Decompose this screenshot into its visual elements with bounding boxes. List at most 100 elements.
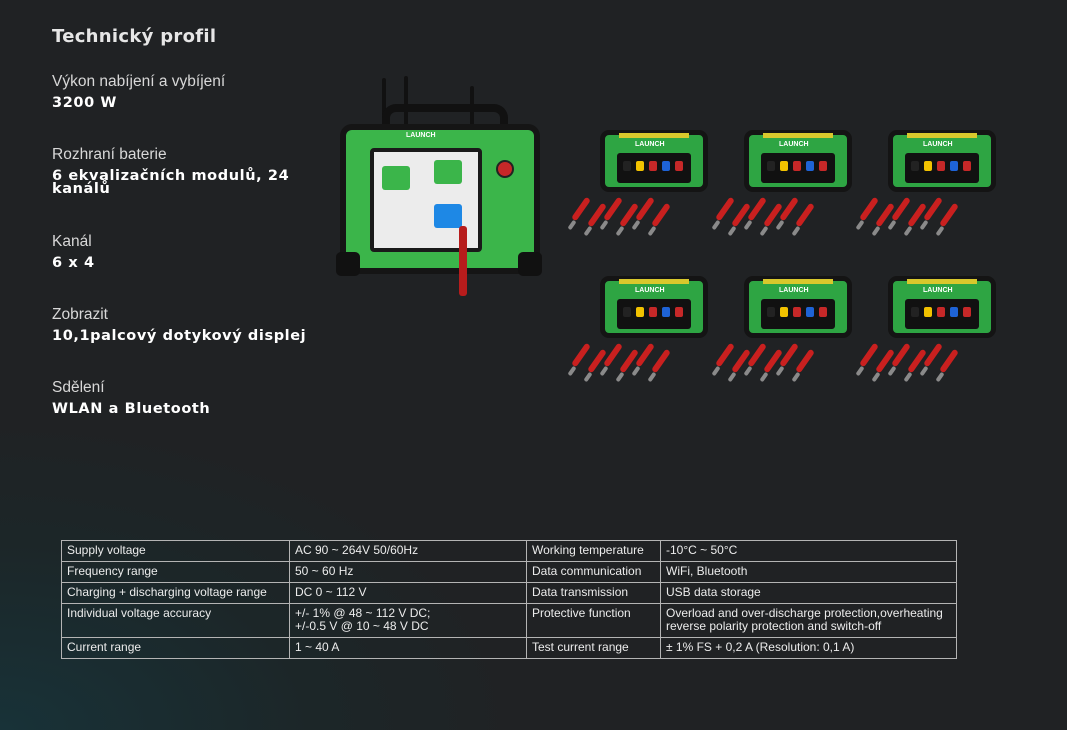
table-cell: 50 ~ 60 Hz bbox=[289, 561, 527, 583]
clip-cable-icon bbox=[603, 196, 623, 222]
port-icon bbox=[649, 307, 657, 317]
module-port-panel bbox=[617, 153, 691, 183]
port-icon bbox=[675, 307, 683, 317]
cell-text: USB data storage bbox=[666, 585, 761, 599]
table-cell: Individual voltage accuracy bbox=[61, 603, 290, 638]
module-housing: LAUNCH bbox=[600, 276, 708, 338]
clip-tip-icon bbox=[919, 219, 929, 231]
port-icon bbox=[806, 307, 814, 317]
table-cell: Data communication bbox=[526, 561, 661, 583]
clip-tip-icon bbox=[791, 225, 801, 237]
clip-tip-icon bbox=[567, 365, 577, 377]
port-icon bbox=[806, 161, 814, 171]
port-icon bbox=[911, 307, 919, 317]
clip-tip-icon bbox=[647, 371, 657, 383]
module-top-bar bbox=[619, 133, 689, 138]
equalization-module: LAUNCH bbox=[700, 126, 852, 246]
clip-tip-icon bbox=[615, 371, 625, 383]
module-housing: LAUNCH bbox=[744, 276, 852, 338]
table-cell: 1 ~ 40 A bbox=[289, 637, 527, 659]
table-cell: USB data storage bbox=[660, 582, 957, 604]
module-housing: LAUNCH bbox=[744, 130, 852, 192]
equalization-module: LAUNCH bbox=[556, 126, 708, 246]
table-cell: DC 0 ~ 112 V bbox=[289, 582, 527, 604]
clip-cable-icon bbox=[571, 342, 591, 368]
port-icon bbox=[636, 307, 644, 317]
clip-tip-icon bbox=[935, 371, 945, 383]
clip-cable-icon bbox=[747, 342, 767, 368]
cell-text: Test current range bbox=[532, 640, 629, 654]
clip-tip-icon bbox=[887, 219, 897, 231]
clip-tip-icon bbox=[903, 225, 913, 237]
cell-text: Charging + discharging voltage range bbox=[67, 585, 267, 599]
port-icon bbox=[963, 307, 971, 317]
spec-label: Výkon nabíjení a vybíjení bbox=[52, 73, 226, 90]
clip-tip-icon bbox=[919, 365, 929, 377]
spec-charging-power: Výkon nabíjení a vybíjení 3200 W bbox=[52, 73, 332, 110]
table-cell: Frequency range bbox=[61, 561, 290, 583]
clip-cable-icon bbox=[635, 196, 655, 222]
port-icon bbox=[911, 161, 919, 171]
clip-tip-icon bbox=[743, 365, 753, 377]
table-cell: Supply voltage bbox=[61, 540, 290, 562]
clip-cable-icon bbox=[939, 202, 959, 228]
device-foot bbox=[518, 252, 542, 276]
module-port-panel bbox=[761, 153, 835, 183]
clip-tip-icon bbox=[727, 371, 737, 383]
antenna-icon bbox=[382, 78, 386, 132]
clip-tip-icon bbox=[711, 219, 721, 231]
port-icon bbox=[963, 161, 971, 171]
table-row: Charging + discharging voltage range DC 0… bbox=[61, 582, 957, 604]
clip-cable-icon bbox=[635, 342, 655, 368]
port-icon bbox=[767, 161, 775, 171]
table-cell: Charging + discharging voltage range bbox=[61, 582, 290, 604]
app-tile-icon bbox=[382, 166, 410, 190]
cell-text: Individual voltage accuracy bbox=[67, 606, 212, 620]
port-icon bbox=[924, 307, 932, 317]
port-icon bbox=[937, 161, 945, 171]
port-icon bbox=[793, 161, 801, 171]
power-knob-icon bbox=[496, 160, 514, 178]
clip-cable-icon bbox=[651, 348, 671, 374]
module-brand-logo: LAUNCH bbox=[779, 141, 809, 148]
port-icon bbox=[819, 307, 827, 317]
device-screen bbox=[370, 148, 482, 252]
module-top-bar bbox=[907, 133, 977, 138]
port-icon bbox=[623, 161, 631, 171]
module-brand-logo: LAUNCH bbox=[635, 287, 665, 294]
cell-text: 1 ~ 40 A bbox=[295, 640, 340, 654]
port-icon bbox=[950, 307, 958, 317]
clip-tip-icon bbox=[599, 365, 609, 377]
clip-cable-icon bbox=[891, 342, 911, 368]
app-tile-icon bbox=[434, 204, 462, 228]
spec-label: Kanál bbox=[52, 233, 92, 250]
cell-text: ± 1% FS + 0,2 A (Resolution: 0,1 A) bbox=[666, 640, 855, 654]
port-icon bbox=[819, 161, 827, 171]
port-icon bbox=[767, 307, 775, 317]
module-top-bar bbox=[907, 279, 977, 284]
clip-cable-icon bbox=[603, 342, 623, 368]
device-handle bbox=[382, 104, 508, 138]
cell-text: 50 ~ 60 Hz bbox=[295, 564, 354, 578]
module-housing: LAUNCH bbox=[600, 130, 708, 192]
table-cell: -10°C ~ 50°C bbox=[660, 540, 957, 562]
module-brand-logo: LAUNCH bbox=[635, 141, 665, 148]
clip-tip-icon bbox=[871, 371, 881, 383]
clip-tip-icon bbox=[567, 219, 577, 231]
clip-cable-icon bbox=[859, 342, 879, 368]
table-cell: +/- 1% @ 48 ~ 112 V DC;+/-0.5 V @ 10 ~ 4… bbox=[289, 603, 527, 638]
module-port-panel bbox=[905, 299, 979, 329]
cell-text: Current range bbox=[67, 640, 142, 654]
clip-tip-icon bbox=[855, 219, 865, 231]
page-title: Technický profil bbox=[52, 26, 217, 47]
clip-cable-icon bbox=[859, 196, 879, 222]
spec-value: 10,1palcový dotykový displej bbox=[52, 328, 307, 344]
port-icon bbox=[793, 307, 801, 317]
table-row: Current range 1 ~ 40 A Test current range ±… bbox=[61, 637, 957, 659]
clip-tip-icon bbox=[903, 371, 913, 383]
table-cell: AC 90 ~ 264V 50/60Hz bbox=[289, 540, 527, 562]
clip-cable-icon bbox=[651, 202, 671, 228]
table-row: Individual voltage accuracy +/- 1% @ 48 ~… bbox=[61, 603, 957, 638]
port-icon bbox=[623, 307, 631, 317]
clip-tip-icon bbox=[759, 371, 769, 383]
